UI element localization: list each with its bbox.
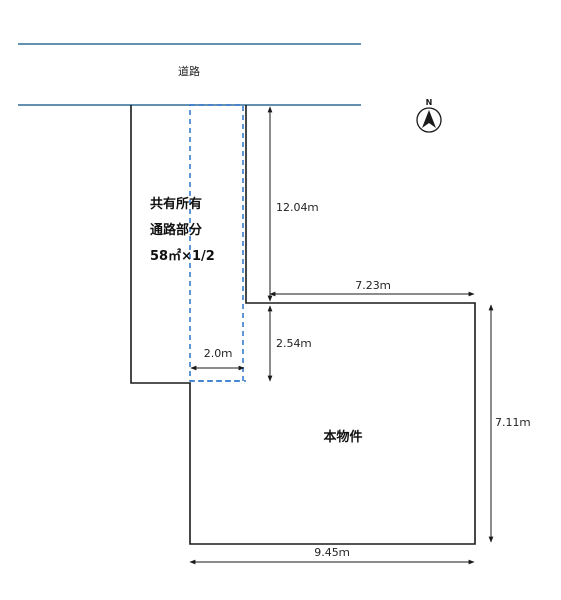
shared-passage-area <box>189 104 244 382</box>
parcel-outline <box>130 105 476 545</box>
dim-right-height: 7.11ｍ <box>488 304 531 543</box>
dim-offset: 2.54ｍ <box>267 305 312 382</box>
shared-passage-label-2: 通路部分 <box>150 222 202 238</box>
dim-right-height-label: 7.11ｍ <box>495 416 531 429</box>
road-label: 道路 <box>178 64 200 78</box>
dim-passage-length: 12.04ｍ <box>267 106 319 302</box>
dim-top-width-label: 7.23ｍ <box>355 279 391 292</box>
dim-bottom-width: 9.45ｍ <box>189 546 475 565</box>
shared-passage-label-3: 58㎡×1/2 <box>150 248 215 264</box>
property-label: 本物件 <box>323 429 362 445</box>
dim-bottom-width-label: 9.45ｍ <box>314 546 350 559</box>
dim-passage-length-label: 12.04ｍ <box>276 201 319 214</box>
shared-passage-label-1: 共有所有 <box>150 196 202 212</box>
road: 道路 <box>18 43 361 106</box>
dim-passage-width: 2.0ｍ <box>190 347 245 371</box>
north-letter: N <box>426 98 433 107</box>
dim-offset-label: 2.54ｍ <box>276 337 312 350</box>
north-arrow-icon: N <box>416 98 442 133</box>
dim-top-width: 7.23ｍ <box>269 279 475 297</box>
dim-passage-width-label: 2.0ｍ <box>204 347 233 360</box>
